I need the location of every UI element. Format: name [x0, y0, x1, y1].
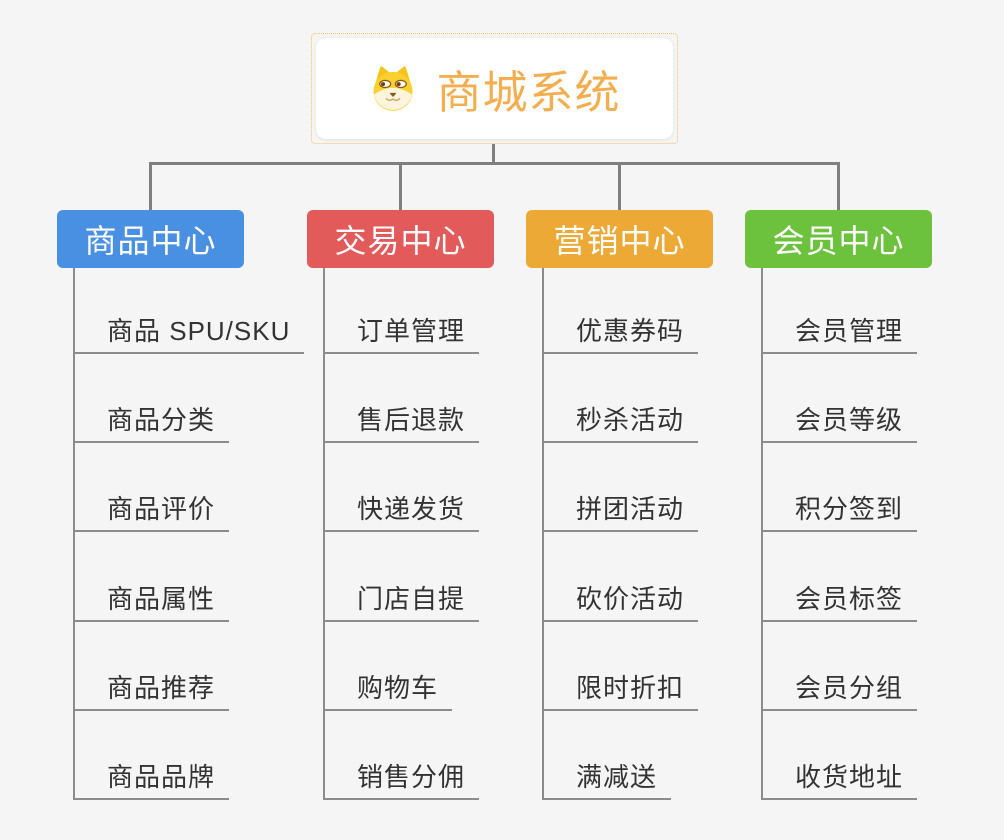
leaf-label: 满减送 — [576, 762, 658, 792]
branch-drop-line — [618, 162, 621, 210]
leaf-node[interactable]: 满减送 — [542, 756, 672, 800]
branch-label: 商品中心 — [84, 223, 217, 259]
dog-face-icon — [373, 65, 414, 111]
branch-trunk-line — [323, 268, 325, 800]
branch-trunk-line — [761, 268, 763, 800]
leaf-label: 拼团活动 — [576, 494, 685, 524]
leaf-node[interactable]: 商品评价 — [73, 488, 230, 532]
leaf-label: 优惠券码 — [576, 316, 685, 346]
leaf-label: 会员标签 — [795, 584, 904, 614]
leaf-label: 商品评价 — [107, 494, 216, 524]
branch-label: 交易中心 — [334, 223, 467, 259]
branch-drop-line — [149, 162, 152, 210]
leaf-node[interactable]: 会员管理 — [761, 310, 918, 354]
leaf-node[interactable]: 秒杀活动 — [542, 399, 699, 443]
leaf-label: 收货地址 — [795, 762, 904, 792]
leaf-node[interactable]: 会员分组 — [761, 667, 918, 711]
leaf-label: 商品品牌 — [107, 762, 216, 792]
leaf-node[interactable]: 售后退款 — [323, 399, 480, 443]
branch-node-3[interactable]: 营销中心 — [526, 210, 713, 268]
leaf-node[interactable]: 会员等级 — [761, 399, 918, 443]
leaf-label: 销售分佣 — [357, 762, 466, 792]
root-connector-stub — [492, 144, 495, 165]
leaf-label: 秒杀活动 — [576, 405, 685, 435]
leaf-node[interactable]: 限时折扣 — [542, 667, 699, 711]
leaf-node[interactable]: 订单管理 — [323, 310, 480, 354]
branch-bus-line — [149, 162, 840, 165]
leaf-label: 商品属性 — [107, 584, 216, 614]
leaf-label: 购物车 — [357, 673, 439, 703]
branch-drop-line — [399, 162, 402, 210]
leaf-node[interactable]: 积分签到 — [761, 488, 918, 532]
leaf-node[interactable]: 门店自提 — [323, 578, 480, 622]
leaf-node[interactable]: 购物车 — [323, 667, 453, 711]
root-card[interactable]: 商城系统 — [316, 38, 673, 139]
root-title: 商城系统 — [436, 67, 621, 118]
branch-trunk-line — [542, 268, 544, 800]
leaf-node[interactable]: 砍价活动 — [542, 578, 699, 622]
branch-node-2[interactable]: 交易中心 — [307, 210, 494, 268]
leaf-label: 门店自提 — [357, 584, 466, 614]
leaf-node[interactable]: 收货地址 — [761, 756, 918, 800]
leaf-label: 订单管理 — [357, 316, 466, 346]
leaf-label: 商品推荐 — [107, 673, 216, 703]
branch-drop-line — [837, 162, 840, 210]
leaf-label: 售后退款 — [357, 405, 466, 435]
leaf-node[interactable]: 快递发货 — [323, 488, 480, 532]
branch-label: 会员中心 — [772, 223, 905, 259]
leaf-node[interactable]: 商品分类 — [73, 399, 230, 443]
leaf-label: 会员管理 — [795, 316, 904, 346]
root-node[interactable]: 商城系统 — [311, 33, 678, 144]
leaf-node[interactable]: 商品品牌 — [73, 756, 230, 800]
leaf-node[interactable]: 销售分佣 — [323, 756, 480, 800]
leaf-label: 积分签到 — [795, 494, 904, 524]
leaf-node[interactable]: 拼团活动 — [542, 488, 699, 532]
leaf-label: 砍价活动 — [576, 584, 685, 614]
leaf-label: 会员分组 — [795, 673, 904, 703]
leaf-node[interactable]: 商品属性 — [73, 578, 230, 622]
branch-node-4[interactable]: 会员中心 — [745, 210, 932, 268]
leaf-label: 商品分类 — [107, 405, 216, 435]
leaf-label: 快递发货 — [357, 494, 466, 524]
leaf-node[interactable]: 商品推荐 — [73, 667, 230, 711]
leaf-node[interactable]: 优惠券码 — [542, 310, 699, 354]
branch-node-1[interactable]: 商品中心 — [57, 210, 244, 268]
leaf-label: 限时折扣 — [576, 673, 685, 703]
branch-trunk-line — [73, 268, 75, 800]
branch-label: 营销中心 — [553, 223, 686, 259]
leaf-label: 商品 SPU/SKU — [107, 316, 291, 346]
leaf-node[interactable]: 会员标签 — [761, 578, 918, 622]
leaf-label: 会员等级 — [795, 405, 904, 435]
leaf-node[interactable]: 商品 SPU/SKU — [73, 310, 305, 354]
